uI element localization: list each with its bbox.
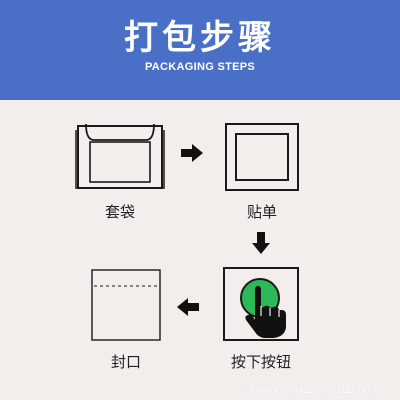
- arrow-right-icon: [181, 144, 203, 162]
- step-label-press-button: 按下按钮: [230, 353, 291, 371]
- page-subtitle: PACKAGING STEPS: [144, 61, 256, 73]
- label-sheet-icon: [225, 123, 299, 191]
- arrow-down-icon: [252, 232, 270, 254]
- watermark: shop063f6423306911660.com: [246, 384, 394, 396]
- press-button-icon: [223, 267, 299, 341]
- step-label-label-sheet: 贴单: [246, 203, 277, 221]
- bag-icon: [75, 123, 165, 189]
- step-label-sealed-bag: 封口: [110, 353, 141, 371]
- page-title: 打包步骤: [124, 18, 276, 58]
- step-label-bag: 套袋: [104, 203, 135, 221]
- sealed-bag-icon: [91, 269, 161, 341]
- arrow-left-icon: [177, 298, 199, 316]
- header-banner: 打包步骤 PACKAGING STEPS: [0, 0, 400, 100]
